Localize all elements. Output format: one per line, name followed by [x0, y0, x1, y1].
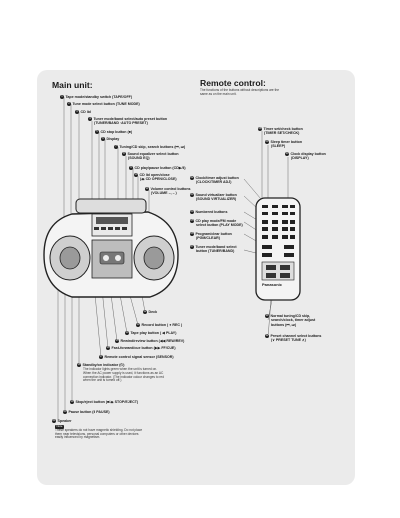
boombox-illustration	[43, 198, 179, 298]
remote-control-heading: Remote control:	[200, 78, 266, 88]
speaker-note: Note These speakers do not have magnetic…	[55, 424, 143, 440]
indicator-note: The indicator lights green when the unit…	[83, 367, 164, 383]
remote-note-line-2: same as on the main unit.	[200, 92, 237, 96]
remote-note-line-1: The functions of the buttons without des…	[200, 88, 280, 92]
note-label: Note	[55, 424, 64, 429]
remote-brand-logo: Panasonic	[262, 282, 283, 287]
main-unit-heading: Main unit:	[52, 80, 93, 90]
remote-illustration	[255, 197, 301, 301]
